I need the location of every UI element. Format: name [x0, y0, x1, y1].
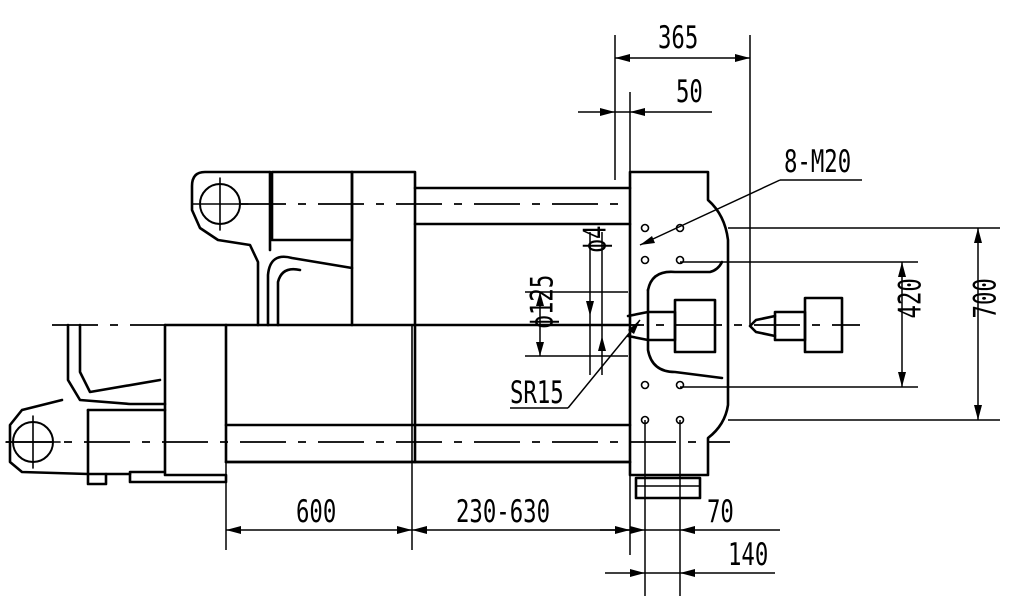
dim-140-label: 140 [728, 537, 768, 573]
dim-50-label: 50 [676, 74, 703, 110]
dim-700-label: 700 [968, 278, 1004, 318]
dim-420-label: 420 [893, 278, 929, 318]
machine-outline [5, 170, 844, 500]
dim-phi4-label: ϕ4 [578, 226, 614, 253]
dim-230-630-label: 230-630 [456, 494, 550, 530]
dim-365-label: 365 [658, 20, 698, 56]
dim-phi125-label: ϕ125 [525, 275, 561, 329]
dim-sr15-label: SR15 [510, 375, 564, 411]
dim-600-label: 600 [296, 494, 336, 530]
dim-8-m20-label: 8-M20 [784, 144, 851, 180]
center-lines [6, 203, 860, 443]
dimension-labels: 365 50 8-M20 SR15 600 230-630 70 140 ϕ4 … [296, 20, 1004, 573]
dimension-lines [225, 35, 1000, 596]
dim-70-label: 70 [707, 494, 734, 530]
